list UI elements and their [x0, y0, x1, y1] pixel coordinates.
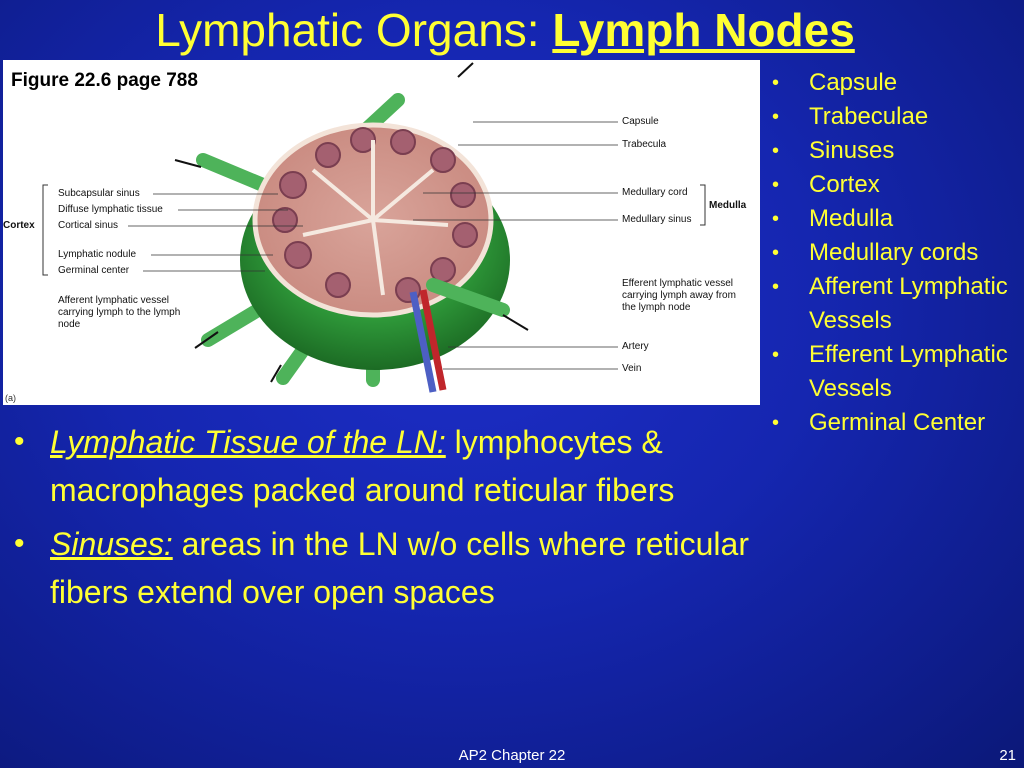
structure-item: Medulla [772, 202, 1022, 236]
label-medullary-cord: Medullary cord [622, 187, 688, 198]
figure-caption: Figure 22.6 page 788 [11, 70, 198, 91]
label-cortex: Cortex [3, 220, 35, 231]
title-emphasis: Lymph Nodes [552, 4, 855, 56]
structure-item: Medullary cords [772, 236, 1022, 270]
definition-term: Sinuses: [50, 526, 173, 562]
label-medulla: Medulla [709, 200, 747, 211]
figure-panel-tag: (a) [5, 393, 16, 403]
page-number: 21 [999, 747, 1016, 764]
structure-item: Trabeculae [772, 100, 1022, 134]
label-lymphatic-nodule: Lymphatic nodule [58, 249, 137, 260]
leader-lines [128, 121, 618, 370]
vein-vessel [409, 291, 437, 393]
definition-list: Lymphatic Tissue of the LN: lymphocytes … [14, 418, 754, 622]
title-prefix: Lymphatic Organs: [155, 4, 553, 56]
lymph-node-figure: Figure 22.6 page 788 Capsule Trabecula M… [3, 60, 760, 405]
structure-item: Germinal Center [772, 406, 1022, 440]
structure-list: Capsule Trabeculae Sinuses Cortex Medull… [772, 66, 1022, 440]
artery-vessel [419, 289, 447, 391]
definition-item: Sinuses: areas in the LN w/o cells where… [14, 520, 754, 616]
structure-item: Cortex [772, 168, 1022, 202]
label-diffuse-tissue: Diffuse lymphatic tissue [58, 204, 163, 215]
label-vein: Vein [622, 363, 642, 374]
definition-text: lymphocytes & macrophages packed around … [50, 424, 675, 508]
label-cortical-sinus: Cortical sinus [58, 220, 119, 231]
efferent-vessel [426, 278, 510, 317]
medulla-bracket [700, 184, 706, 226]
structure-item: Capsule [772, 66, 1022, 100]
cortex-bracket [42, 184, 48, 276]
definition-text: areas in the LN w/o cells where reticula… [50, 526, 749, 610]
label-artery: Artery [622, 341, 649, 352]
slide-title: Lymphatic Organs: Lymph Nodes [0, 0, 1010, 60]
label-germinal-center: Germinal center [58, 265, 130, 276]
structure-item: Efferent Lymphatic Vessels [772, 338, 1022, 406]
lymph-node-illustration [42, 62, 706, 393]
structure-item: Afferent Lymphatic Vessels [772, 270, 1022, 338]
trabeculae [302, 140, 449, 296]
label-afferent-vessel: Afferent lymphatic vessel carrying lymph… [58, 295, 181, 330]
label-trabecula: Trabecula [622, 139, 667, 150]
definition-item: Lymphatic Tissue of the LN: lymphocytes … [14, 418, 754, 514]
label-capsule: Capsule [622, 116, 659, 127]
footer-course: AP2 Chapter 22 [458, 747, 566, 764]
flow-arrows [174, 62, 529, 383]
label-efferent-vessel: Efferent lymphatic vessel carrying lymph… [622, 278, 736, 313]
structure-item: Sinuses [772, 134, 1022, 168]
label-medullary-sinus: Medullary sinus [622, 214, 692, 225]
label-subcapsular-sinus: Subcapsular sinus [58, 188, 140, 199]
definition-term: Lymphatic Tissue of the LN: [50, 424, 446, 460]
